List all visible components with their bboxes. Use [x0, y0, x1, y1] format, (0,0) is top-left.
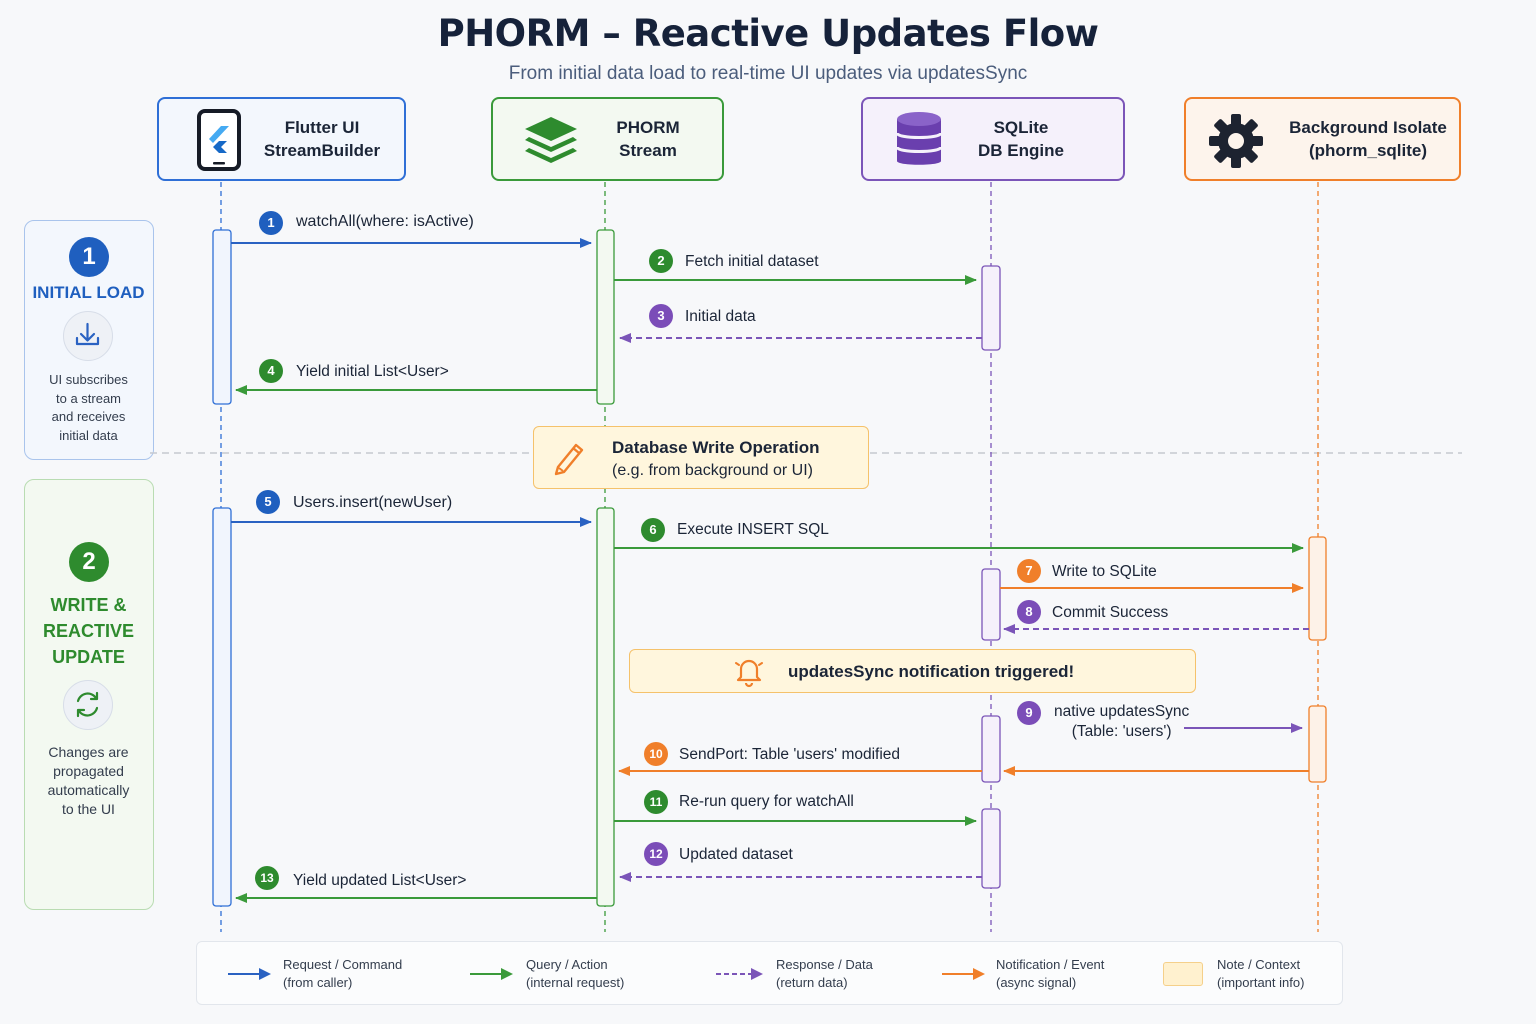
step-badge-6: 6	[641, 518, 665, 542]
legend-item-query: Query / Action(internal request)	[526, 957, 625, 990]
step-badge-8: 8	[1017, 600, 1041, 624]
actor-background-isolate: Background Isolate(phorm_sqlite)	[1184, 97, 1461, 181]
step-badge-5: 5	[256, 490, 280, 514]
step-badge-10: 10	[644, 742, 668, 766]
legend-item-response: Response / Data(return data)	[776, 957, 873, 990]
diagram-title: PHORM – Reactive Updates Flow	[437, 12, 1099, 55]
activation-bar	[596, 507, 615, 907]
message-label-13: Yield updated List<User>	[293, 872, 467, 889]
activation-bar	[212, 229, 232, 405]
step-badge-3: 3	[649, 304, 673, 328]
activation-bar	[212, 507, 232, 907]
step-badge-7: 7	[1017, 559, 1041, 583]
gear-icon	[1209, 114, 1263, 168]
message-label-2: Fetch initial dataset	[685, 253, 819, 270]
phase-number: 2	[69, 542, 109, 582]
message-label-11: Re-run query for watchAll	[679, 793, 854, 810]
activation-bar	[981, 715, 1001, 783]
activation-bar	[981, 808, 1001, 889]
activation-bar	[981, 265, 1001, 351]
message-label-1: watchAll(where: isActive)	[296, 213, 474, 230]
message-label-7: Write to SQLite	[1052, 563, 1157, 580]
step-badge-4: 4	[259, 359, 283, 383]
pencil-icon	[554, 443, 584, 476]
legend-swatch-notification	[942, 968, 985, 980]
activation-bar	[981, 568, 1001, 641]
activation-bar	[1308, 536, 1327, 641]
message-label-10: SendPort: Table 'users' modified	[679, 746, 901, 763]
legend-item-notification: Notification / Event(async signal)	[996, 957, 1105, 990]
step-badge-2: 2	[649, 249, 673, 273]
message-label-8: Commit Success	[1052, 604, 1169, 621]
legend-item-request: Request / Command(from caller)	[283, 957, 403, 990]
step-badge-9: 9	[1017, 701, 1041, 725]
phase-title: INITIAL LOAD	[32, 283, 145, 302]
phase-number: 1	[69, 237, 109, 277]
activation-bar	[1308, 705, 1327, 783]
actor-label: Background Isolate(phorm_sqlite)	[1289, 118, 1447, 160]
activation-bar	[596, 229, 615, 405]
message-label-9: native updatesSync (Table: 'users')	[1054, 703, 1190, 740]
message-label-12: Updated dataset	[679, 846, 793, 863]
legend-swatch-query	[470, 968, 513, 980]
note-updates-sync: updatesSync notification triggered!	[629, 649, 1196, 693]
note-database-write: Database Write Operation (e.g. from back…	[533, 426, 869, 489]
bell-icon	[735, 659, 763, 688]
step-badge-11: 11	[644, 790, 668, 814]
step-badge-13: 13	[255, 866, 279, 890]
note-title: Database Write Operation	[612, 438, 820, 457]
legend-swatch-note	[1163, 962, 1203, 986]
diagram-subtitle: From initial data load to real-time UI u…	[508, 63, 1028, 84]
message-label-6: Execute INSERT SQL	[677, 521, 829, 538]
message-label-4: Yield initial List<User>	[296, 363, 449, 380]
legend-swatch-response	[716, 968, 763, 980]
layers-icon	[525, 117, 577, 163]
legend: Request / Command(from caller) Query / A…	[196, 941, 1343, 1005]
refresh-icon	[63, 680, 113, 730]
legend-item-note: Note / Context(important info)	[1217, 957, 1305, 990]
note-subtitle: (e.g. from background or UI)	[612, 462, 813, 479]
step-badge-12: 12	[644, 842, 668, 866]
message-label-5: Users.insert(newUser)	[293, 494, 453, 511]
message-label-3: Initial data	[685, 308, 756, 325]
note-text: updatesSync notification triggered!	[788, 662, 1075, 681]
database-icon	[895, 112, 943, 165]
download-icon	[63, 311, 113, 361]
step-badge-1: 1	[259, 211, 283, 235]
flutter-phone-icon	[197, 109, 241, 171]
legend-swatch-request	[228, 968, 271, 980]
